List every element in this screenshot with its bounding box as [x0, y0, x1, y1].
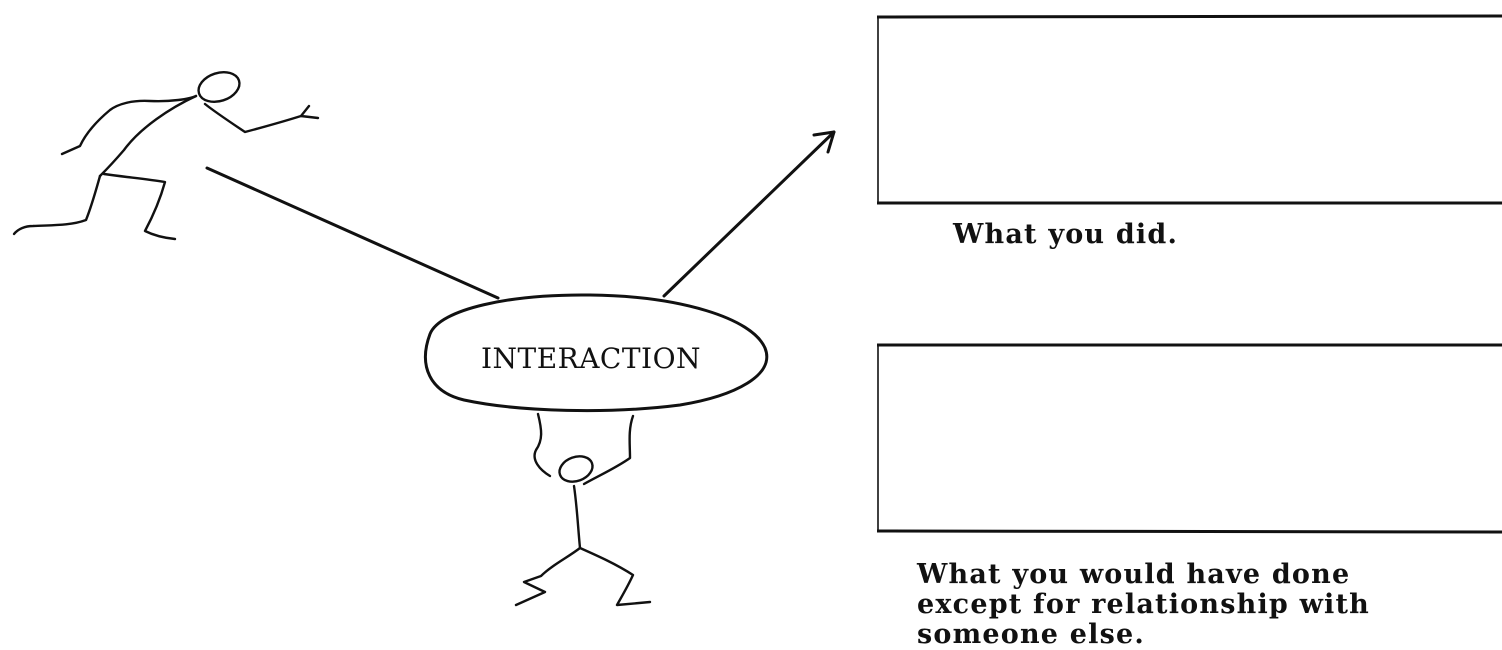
running-figure-illustration	[12, 70, 320, 241]
connector-line	[205, 166, 500, 300]
supporting-figure-right-leg	[578, 546, 652, 607]
caption-line: What you did.	[953, 219, 1179, 250]
box-top-edge	[876, 14, 1502, 19]
running-figure-torso	[98, 94, 198, 178]
running-figure-front-arm	[203, 102, 320, 134]
caption-line: except for relationship with	[917, 589, 1370, 620]
supporting-figure-body	[572, 484, 582, 550]
supporting-figure-head	[558, 455, 594, 483]
what-you-did-caption: What you did.	[953, 220, 1178, 250]
supporting-figure-illustration	[514, 412, 652, 607]
running-figure-back-arm	[60, 94, 198, 156]
interaction-bubble: INTERACTION	[424, 293, 769, 413]
running-figure-head	[197, 70, 241, 104]
arrow-head-icon	[812, 130, 836, 154]
interaction-label: INTERACTION	[481, 342, 701, 375]
arrow-shaft	[662, 130, 836, 298]
caption-line: someone else.	[917, 619, 1145, 650]
supporting-figure-left-leg	[514, 546, 582, 607]
what-you-would-have-done-box	[876, 343, 1502, 534]
caption-line: What you would have done	[917, 559, 1351, 590]
what-you-would-have-done-caption: What you would have done except for rela…	[917, 560, 1370, 650]
interaction-oval	[424, 293, 769, 413]
running-figure-back-leg	[12, 174, 102, 236]
box-bottom-edge	[876, 529, 1502, 534]
arrow-to-first-box	[662, 130, 836, 298]
what-you-did-box	[876, 14, 1502, 205]
running-figure-front-leg	[102, 172, 177, 241]
supporting-figure-right-arm	[582, 414, 635, 486]
supporting-figure-left-arm	[533, 412, 552, 478]
